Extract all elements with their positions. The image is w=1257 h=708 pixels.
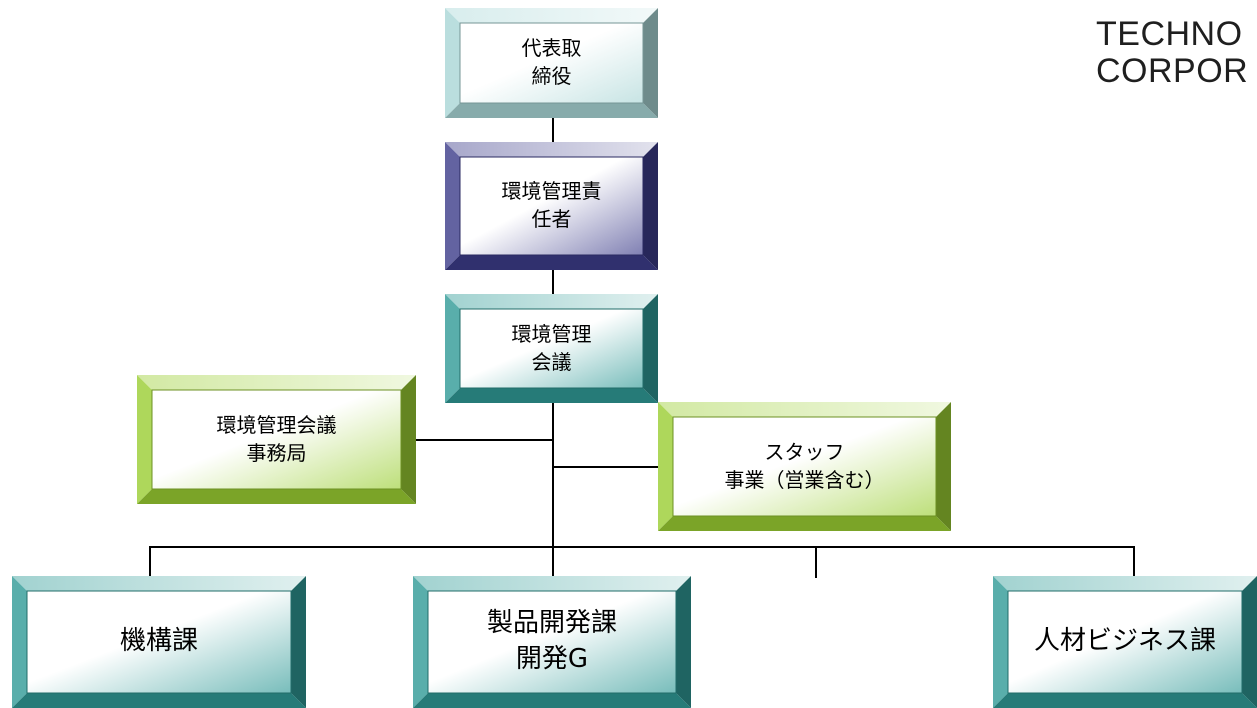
connector-line: [1133, 546, 1135, 576]
node-hr-business: 人材ビジネス課: [993, 576, 1257, 708]
bevel-frame: [658, 402, 951, 531]
node-label: 環境管理会議 事務局: [216, 412, 337, 465]
bevel-frame: [445, 294, 658, 403]
connector-line: [552, 403, 554, 547]
node-label: スタッフ 事業（営業含む）: [724, 439, 885, 492]
bevel-frame: [445, 142, 658, 270]
connector-line: [416, 439, 553, 441]
node-environmental-manager: 環境管理責 任者: [445, 142, 658, 270]
connector-line: [552, 546, 554, 576]
bevel-frame: [12, 576, 306, 708]
bevel-frame: [445, 8, 658, 118]
node-label: 環境管理責 任者: [501, 179, 602, 231]
node-ceo: 代表取 締役: [445, 8, 658, 118]
node-environmental-committee: 環境管理 会議: [445, 294, 658, 403]
bevel-frame: [993, 576, 1257, 708]
brand-logo-text: TECHNO CORPOR: [1096, 15, 1249, 90]
connector-line: [552, 118, 554, 142]
node-label: 製品開発課 開発G: [486, 608, 617, 674]
node-staff: スタッフ 事業（営業含む）: [658, 402, 951, 531]
node-mechanism-section: 機構課: [12, 576, 306, 708]
connector-line: [815, 546, 817, 578]
node-label: 機構課: [119, 626, 198, 657]
bevel-frame: [137, 375, 416, 504]
connector-line: [553, 466, 658, 468]
connector-line: [149, 546, 151, 576]
node-committee-secretariat: 環境管理会議 事務局: [137, 375, 416, 504]
connector-line: [552, 270, 554, 294]
bevel-frame: [413, 576, 691, 708]
node-label: 環境管理 会議: [511, 321, 592, 374]
node-label: 代表取 締役: [521, 36, 582, 88]
node-label: 人材ビジネス課: [1033, 626, 1216, 657]
connector-line: [149, 546, 1135, 548]
node-product-development: 製品開発課 開発G: [413, 576, 691, 708]
